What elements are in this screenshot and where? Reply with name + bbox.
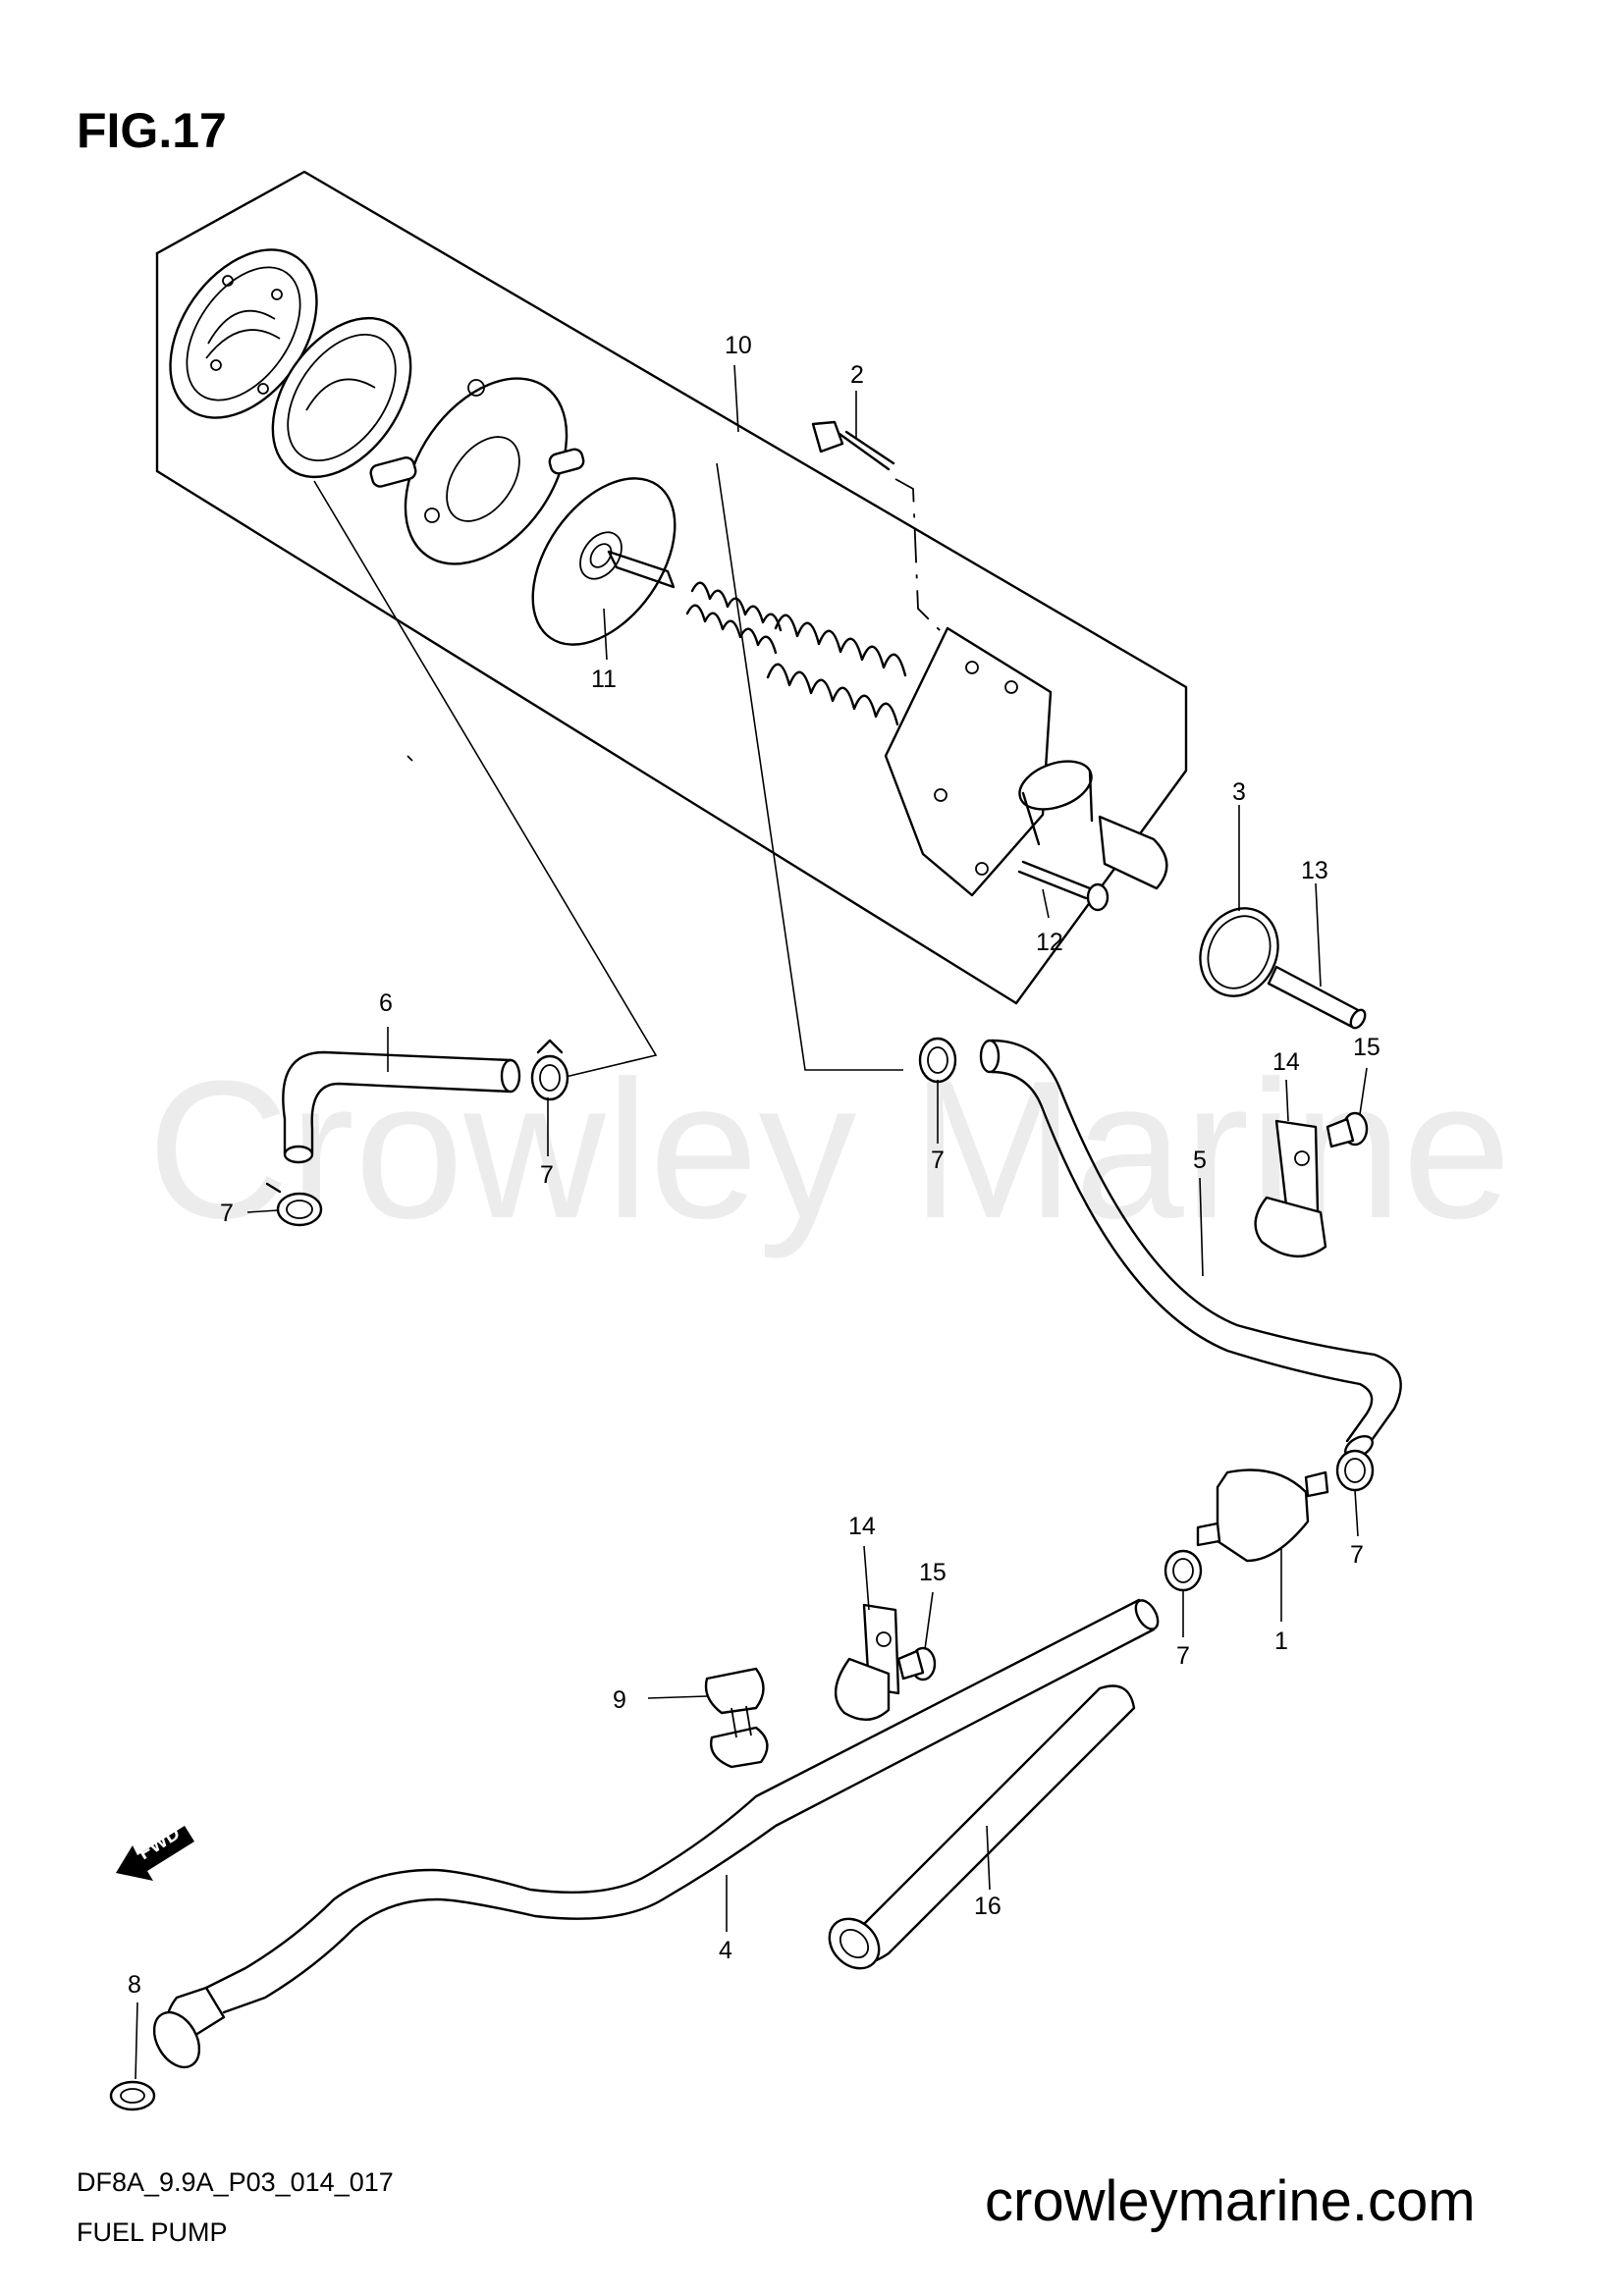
callout-7-d: 7 [1350,1541,1364,1569]
callout-7-e: 7 [1176,1642,1190,1670]
hose-16 [828,1684,1136,1970]
callout-7-c: 7 [931,1147,945,1174]
callout-15-lower: 15 [919,1559,947,1586]
o-ring [1199,907,1279,997]
callout-2: 2 [850,361,864,389]
callout-5: 5 [1193,1147,1207,1174]
clamp-9 [704,1667,769,1769]
callout-4: 4 [719,1937,732,1964]
callout-11: 11 [591,666,617,693]
callout-13: 13 [1301,857,1328,884]
callout-16: 16 [974,1893,1001,1920]
pump-gasket [271,316,412,479]
model-code: DF8A_9.9A_P03_014_017 [77,2167,394,2197]
clip-7-e [1164,1549,1203,1592]
fwd-arrow-icon: FWD [116,1822,194,1881]
assembly-connector-right [716,462,903,1071]
website-url[interactable]: crowleymarine.com [985,2169,1476,2233]
o-ring-inner [1207,915,1272,989]
screw-12 [1017,860,1110,912]
clip-7-b [265,1182,323,1227]
screw-2 [811,420,895,471]
callout-10: 10 [725,332,752,359]
bolt-15-lower [896,1646,937,1682]
large-spring [766,614,907,726]
clip-7-c [918,1037,957,1084]
callout-leaders [135,364,1368,2080]
bolt-15-upper [1326,1111,1369,1148]
screw-2-guide [894,478,944,634]
pump-body [369,377,585,565]
callout-1: 1 [1274,1628,1288,1655]
assembly-connector-left [313,480,658,1083]
figure-caption: FUEL PUMP [77,2217,228,2247]
bracket-14-upper [1254,1119,1327,1258]
hose-5 [979,1039,1402,1460]
callout-8: 8 [128,1971,141,1999]
hose-6 [282,1050,521,1164]
pin-13 [1267,965,1367,1030]
hose-4 [152,1598,1160,2069]
clip-8 [109,2080,156,2111]
callout-3: 3 [1232,778,1246,806]
figure-title: FIG.17 [77,103,227,158]
bracket-14-lower [834,1603,900,1721]
callout-14-lower: 14 [848,1513,876,1540]
clip-7-d [1335,1449,1375,1492]
callout-7-a: 7 [540,1161,554,1189]
callout-7-b: 7 [220,1200,234,1227]
callout-12: 12 [1036,929,1063,956]
diaphragm [531,477,677,646]
pump-housing [884,626,1168,897]
small-spring [685,581,783,655]
callout-14-upper: 14 [1272,1048,1300,1076]
callout-15-upper: 15 [1353,1034,1380,1061]
callout-6: 6 [379,989,393,1017]
clip-7-a [530,1039,569,1101]
pump-cover [169,248,318,419]
callout-9: 9 [613,1686,626,1714]
fuel-filter [1196,1468,1329,1563]
